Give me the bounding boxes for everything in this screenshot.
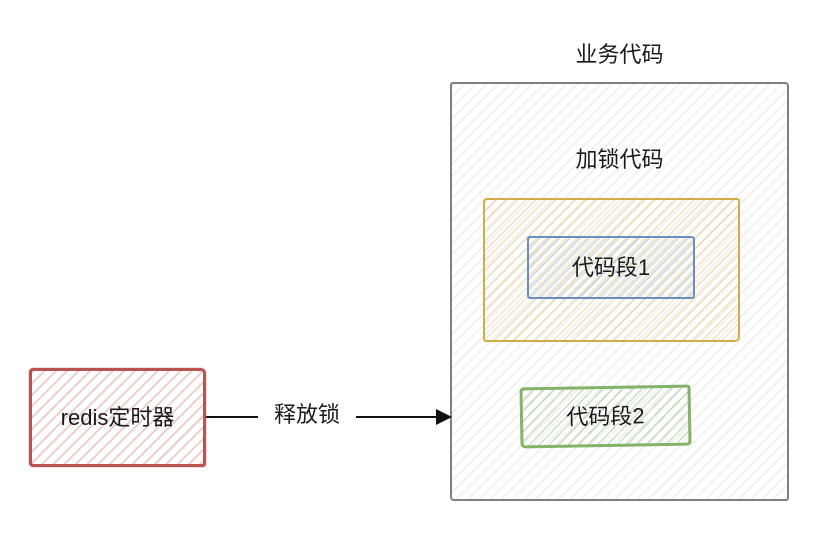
lock-code-box: 代码段1	[483, 198, 740, 342]
code-segment-1-label: 代码段1	[571, 254, 651, 280]
redis-timer-label: redis定时器	[60, 404, 175, 430]
code-segment-2-box: 代码段2	[519, 384, 692, 449]
lock-code-label: 加锁代码	[575, 147, 664, 172]
business-code-box: 加锁代码 代码段1 代码段2	[450, 82, 789, 501]
code-segment-1-box: 代码段1	[527, 236, 695, 299]
code-segment-2-label: 代码段2	[566, 402, 645, 430]
business-code-title: 业务代码	[575, 42, 664, 67]
release-lock-arrow-head-icon	[436, 409, 452, 425]
release-lock-label: 释放锁	[258, 400, 356, 430]
redis-timer-box: redis定时器	[29, 368, 206, 467]
